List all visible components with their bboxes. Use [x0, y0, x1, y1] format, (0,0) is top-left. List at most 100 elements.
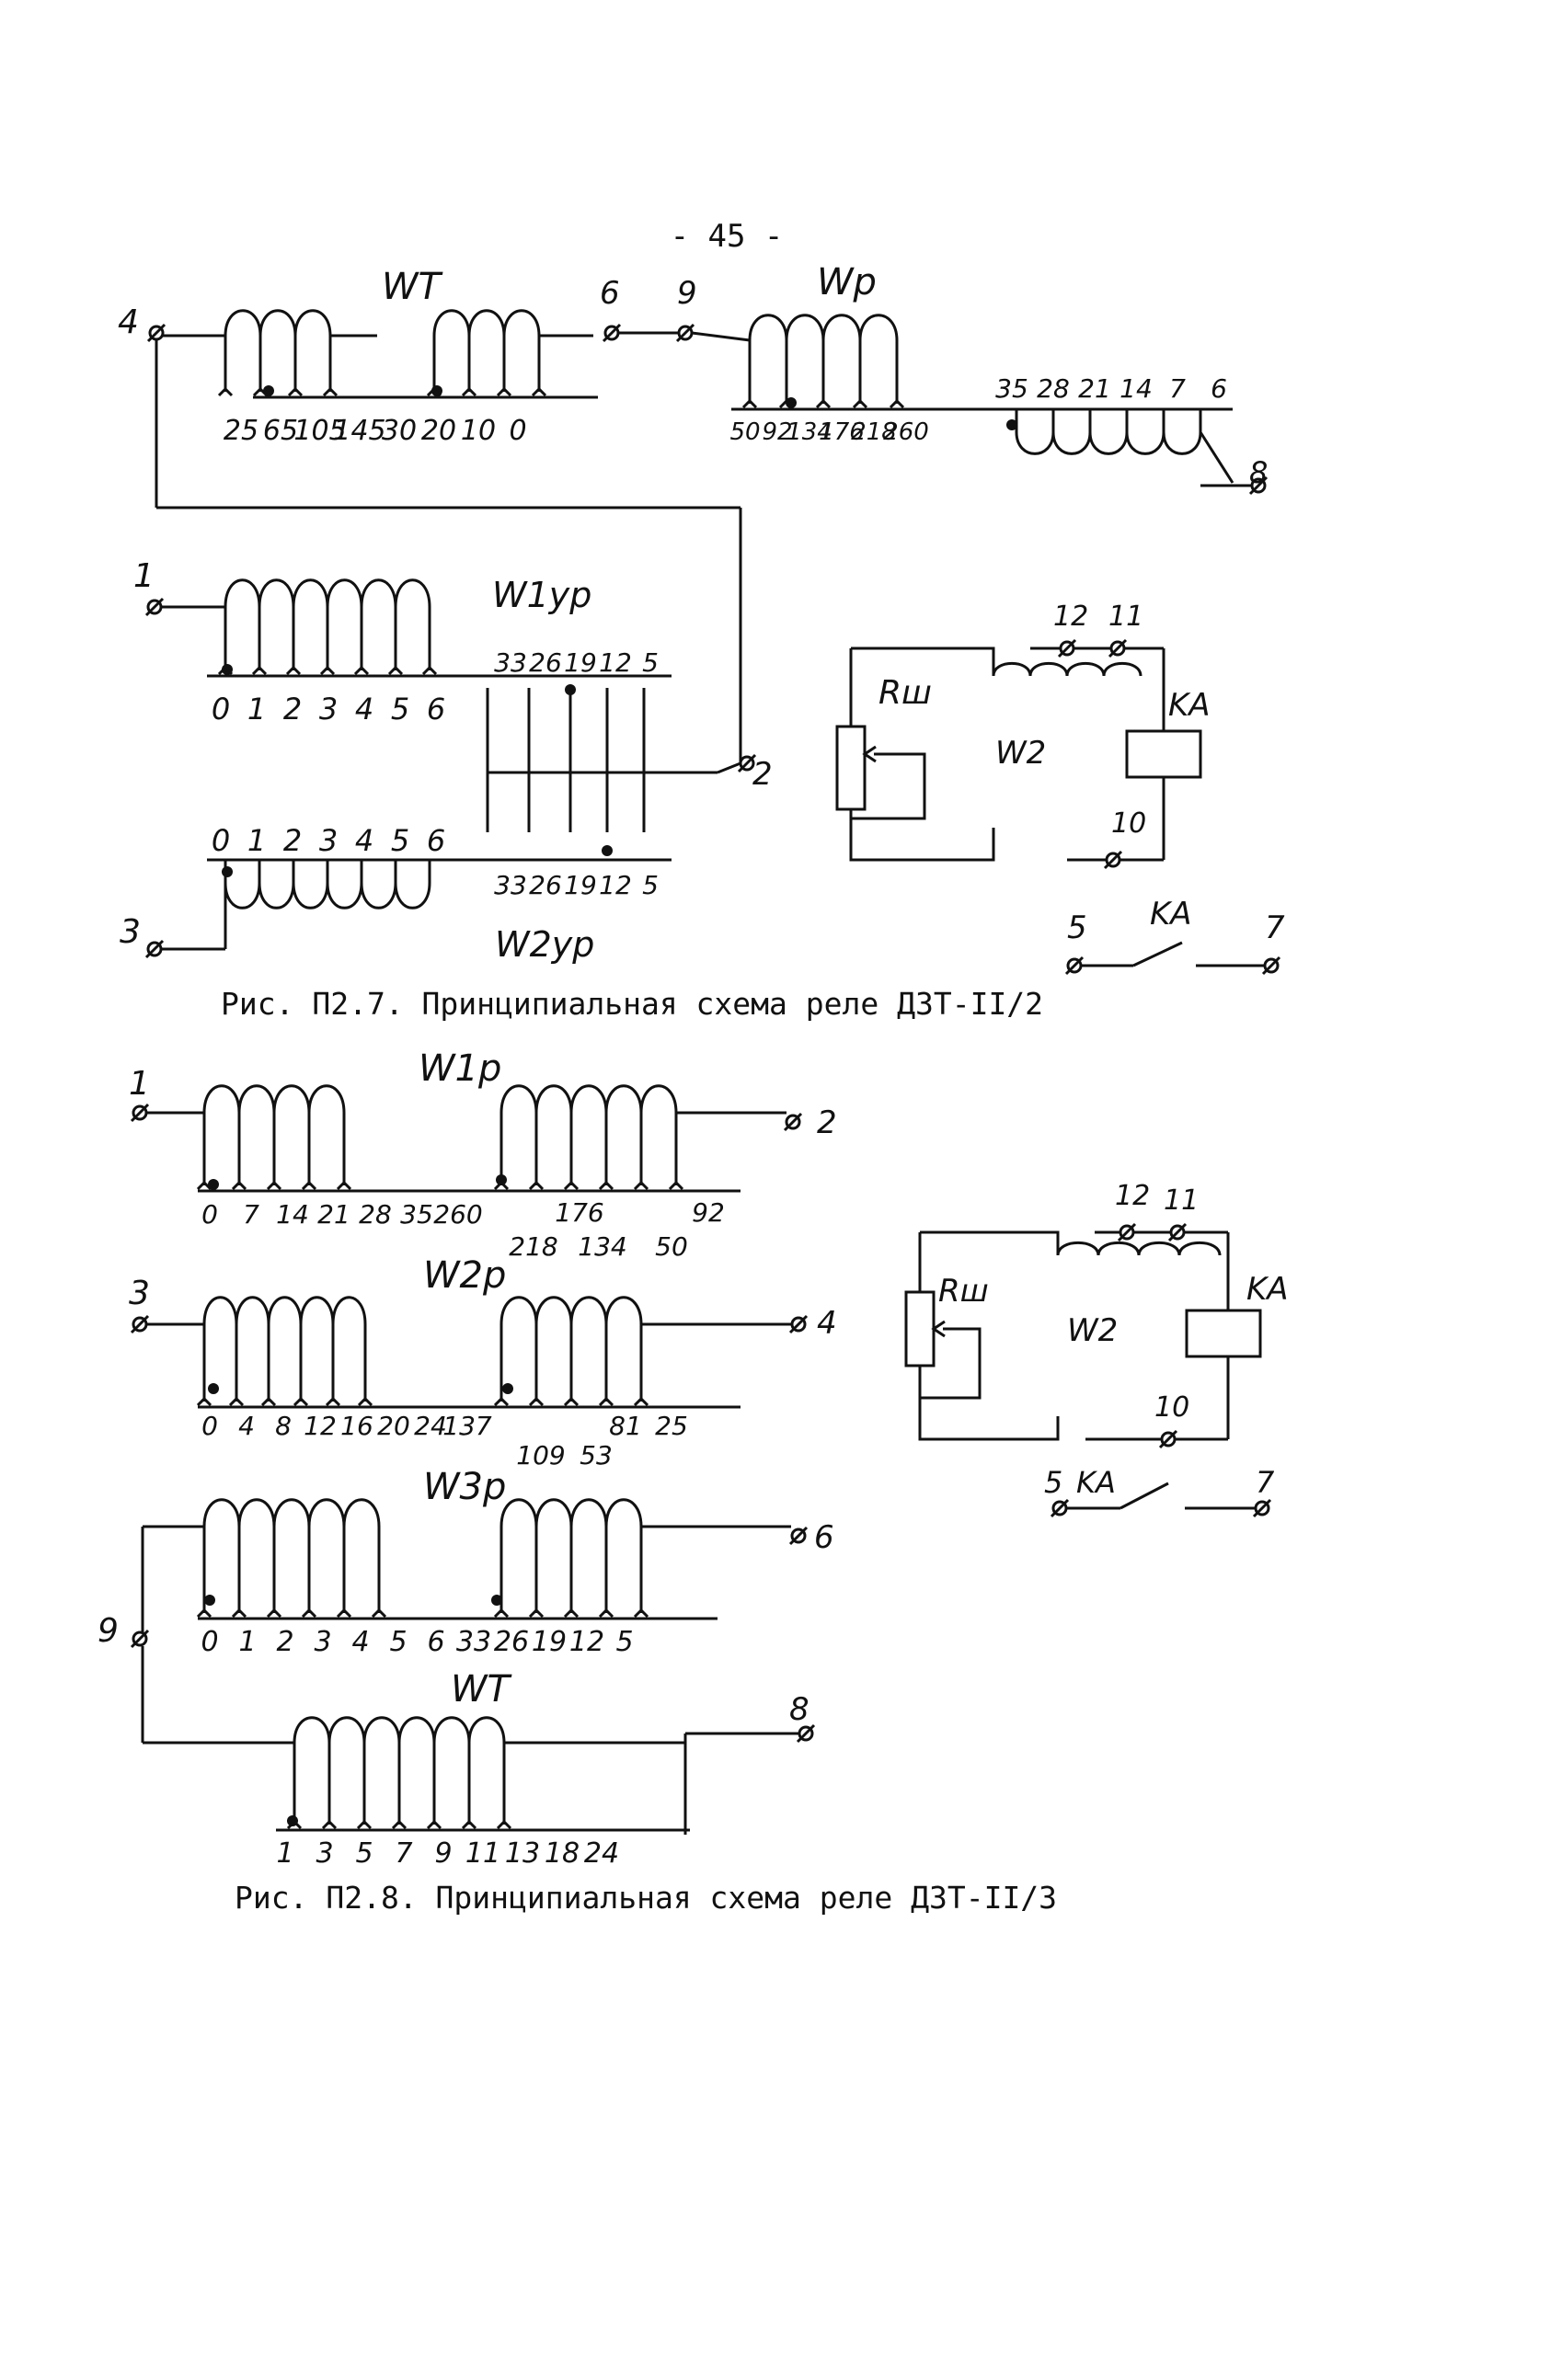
tap-label: 30 [382, 415, 417, 447]
terminal-6-label: 6 [600, 275, 620, 312]
tap-dot [287, 1815, 298, 1826]
wt-winding-label: WT [451, 1668, 513, 1711]
tap-label: 3 [319, 823, 338, 858]
ka-relay-coil [1125, 729, 1202, 779]
w1r-coil-b [499, 1084, 678, 1114]
tap-label: 11 [465, 1837, 500, 1870]
terminal-slash [1167, 1222, 1188, 1242]
tap-tick [531, 386, 547, 397]
tap-label: 26 [529, 647, 562, 678]
terminal-slash [1108, 638, 1128, 658]
tap-label: 5 [391, 823, 409, 858]
wire [1199, 431, 1234, 484]
tap-label: 260 [433, 1199, 482, 1230]
terminal-slash [788, 1314, 809, 1334]
tap-dot [602, 845, 613, 856]
tap-tick [356, 1819, 373, 1830]
tap-label: 1 [276, 1837, 293, 1870]
contact-terminal-7-label: 7 [1265, 910, 1285, 946]
tap-label: 6 [427, 692, 445, 727]
contact-terminal-7-label: 7 [1256, 1465, 1275, 1500]
tap-label: 5 [389, 1626, 407, 1658]
tap-label: 4 [238, 1411, 255, 1441]
tap-label: 4 [351, 1626, 369, 1658]
tap-dot [1006, 419, 1017, 430]
tap-label: 24 [584, 1837, 619, 1870]
terminal-slash [1057, 638, 1077, 658]
tap-tick [391, 1819, 408, 1830]
tap-label: 4 [355, 823, 373, 858]
tap-label: 13 [505, 1837, 540, 1870]
tap-label: 134 [578, 1231, 626, 1262]
w1r-coil-a [202, 1084, 346, 1114]
tap-label: 81 [609, 1411, 642, 1441]
tap-dot [496, 1174, 507, 1185]
tap-label: 19 [564, 870, 597, 900]
tap-tick [815, 398, 832, 409]
tap-tick [528, 1396, 545, 1407]
tap-tick [319, 665, 336, 676]
terminal-slash [602, 323, 622, 343]
tap-label: 1 [247, 823, 266, 858]
terminal-slash [130, 1103, 150, 1123]
tap-tick [301, 1608, 317, 1619]
terminal-slash [783, 1112, 803, 1132]
terminal-3-label: 3 [120, 913, 141, 951]
tap-label: 5 [615, 1626, 633, 1658]
page-number: - 45 - [671, 218, 784, 255]
tap-tick [357, 1396, 373, 1407]
tap-tick [260, 1396, 277, 1407]
tap-dot [431, 385, 442, 396]
w2r-winding-label: W2p [423, 1254, 506, 1297]
tap-tick [528, 1608, 545, 1619]
aux-wire [918, 1232, 1060, 1441]
tap-label: 50 [655, 1231, 688, 1262]
tap-label: 5 [391, 692, 409, 727]
rsh-resistor [835, 725, 867, 811]
tap-tick [287, 386, 304, 397]
w2r-coil-a [202, 1296, 367, 1325]
tap-tick [353, 665, 370, 676]
tap-label: 2 [283, 692, 302, 727]
tap-tick [496, 1819, 512, 1830]
tap-tick [371, 1608, 387, 1619]
wire [691, 331, 751, 342]
wp-coil-lower [1015, 431, 1202, 455]
tap-label: 65 [263, 415, 298, 447]
tap-tick [493, 1608, 510, 1619]
w2-coil [992, 662, 1142, 677]
rsh-slider-arrow [931, 1320, 946, 1338]
tap-label: 25 [655, 1411, 688, 1441]
terminal-slash [144, 939, 165, 959]
terminal-slash [1064, 955, 1085, 976]
tap-label: 2 [283, 823, 302, 858]
tap-tick [633, 1396, 649, 1407]
terminal-9-label: 9 [98, 1612, 119, 1650]
tap-tick [231, 1180, 247, 1191]
tap-dot [263, 385, 274, 396]
tap-dot [208, 1179, 219, 1190]
ka-contact-blade [1132, 941, 1183, 967]
w3r-winding-label: W3p [423, 1466, 506, 1508]
ka-label: KA [1168, 687, 1211, 724]
rsh-label: Rш [878, 674, 932, 712]
tap-tick [293, 1396, 309, 1407]
terminal-9-label: 9 [677, 275, 697, 312]
tap-label: 109 [516, 1440, 565, 1470]
wt-coil [293, 1716, 506, 1744]
tap-dot [208, 1383, 219, 1394]
aux-terminal-10-label: 10 [1111, 807, 1146, 840]
terminal-8-label: 8 [789, 1691, 809, 1728]
ka-relay-coil [1185, 1309, 1262, 1358]
wire [717, 761, 741, 774]
tap-label: 4 [355, 692, 373, 727]
